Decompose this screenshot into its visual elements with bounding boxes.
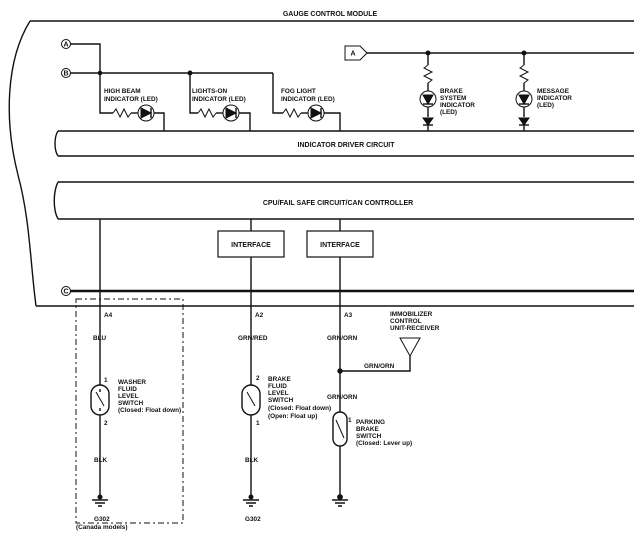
svg-text:FLUID: FLUID [268, 383, 287, 390]
svg-text:WASHER: WASHER [118, 379, 146, 386]
node-a: A [61, 39, 71, 49]
svg-text:HIGH BEAM: HIGH BEAM [104, 88, 141, 95]
svg-text:IMMOBILIZER: IMMOBILIZER [390, 311, 433, 318]
canada-models-note: (Canada models) [76, 524, 128, 531]
washer-switch-label: WASHER FLUID LEVEL SWITCH (Closed: Float… [118, 379, 181, 414]
fog-light-label: FOG LIGHT INDICATOR (LED) [281, 88, 335, 103]
svg-text:SWITCH: SWITCH [118, 400, 144, 407]
node-a-flag: A [344, 45, 368, 61]
svg-text:(Closed: Float down): (Closed: Float down) [268, 405, 331, 412]
svg-text:UNIT-RECEIVER: UNIT-RECEIVER [390, 325, 440, 332]
high-beam-label: HIGH BEAM INDICATOR (LED) [104, 88, 158, 103]
svg-text:SWITCH: SWITCH [356, 433, 382, 440]
svg-text:INDICATOR: INDICATOR [440, 102, 475, 109]
message-label: MESSAGE INDICATOR (LED) [537, 88, 572, 109]
canada-models-box [75, 298, 184, 524]
svg-text:INDICATOR (LED): INDICATOR (LED) [192, 96, 246, 103]
svg-text:C: C [63, 289, 68, 296]
svg-text:BRAKE: BRAKE [268, 376, 291, 383]
ground-symbol-1 [92, 494, 108, 507]
brake-fluid-pin-top: 2 [256, 375, 260, 382]
svg-text:(Closed: Lever up): (Closed: Lever up) [356, 440, 412, 447]
immobilizer-antenna [399, 337, 421, 358]
svg-text:SYSTEM: SYSTEM [440, 95, 466, 102]
ground-symbol-2 [243, 494, 259, 507]
svg-text:A: A [63, 42, 68, 49]
brake-fluid-switch [241, 384, 261, 416]
svg-text:CONTROL: CONTROL [390, 318, 422, 325]
svg-text:FLUID: FLUID [118, 386, 137, 393]
interface-label-2: INTERFACE [320, 242, 360, 249]
brake-system-label: BRAKE SYSTEM INDICATOR (LED) [440, 88, 475, 116]
parking-pin-top: 1 [348, 417, 352, 424]
node-c: C [61, 286, 71, 296]
wire-label-blu: BLU [93, 335, 107, 342]
svg-text:INDICATOR: INDICATOR [537, 95, 572, 102]
node-b: B [61, 68, 71, 78]
wire-label-grn-red: GRN/RED [238, 335, 268, 342]
svg-text:FOG LIGHT: FOG LIGHT [281, 88, 316, 95]
svg-text:PARKING: PARKING [356, 419, 385, 426]
svg-text:LIGHTS-ON: LIGHTS-ON [192, 88, 228, 95]
wire-label-blk-2: BLK [245, 457, 259, 464]
high-beam-led [112, 104, 165, 131]
interface-box-2 [306, 230, 374, 258]
washer-pin-bottom: 2 [104, 420, 108, 427]
svg-text:INDICATOR (LED): INDICATOR (LED) [104, 96, 158, 103]
wire-label-grn-orn-1: GRN/ORN [327, 335, 358, 342]
indicator-driver-label: INDICATOR DRIVER CIRCUIT [298, 142, 396, 149]
brake-fluid-switch-label: BRAKE FLUID LEVEL SWITCH (Closed: Float … [268, 376, 331, 420]
gauge-control-module-outline [8, 20, 634, 307]
svg-text:(Open: Float up): (Open: Float up) [268, 413, 317, 420]
svg-text:LEVEL: LEVEL [268, 390, 289, 397]
svg-text:BRAKE: BRAKE [356, 426, 379, 433]
ground-label-2: G302 [245, 516, 261, 523]
ground-label-1: G302 [94, 516, 110, 523]
lights-on-label: LIGHTS-ON INDICATOR (LED) [192, 88, 246, 103]
pin-a4: A4 [104, 312, 113, 319]
svg-text:BRAKE: BRAKE [440, 88, 463, 95]
cpu-label: CPU/FAIL SAFE CIRCUIT/CAN CONTROLLER [263, 200, 413, 207]
interface-label-1: INTERFACE [231, 242, 271, 249]
svg-text:LEVEL: LEVEL [118, 393, 139, 400]
cpu-band [53, 181, 634, 220]
pin-a2: A2 [255, 312, 264, 319]
brake-fluid-pin-bottom: 1 [256, 420, 260, 427]
brake-system-led [419, 53, 437, 131]
ground-symbol-3 [332, 494, 348, 507]
svg-text:MESSAGE: MESSAGE [537, 88, 570, 95]
wire-label-grn-orn-2: GRN/ORN [364, 363, 395, 370]
lights-on-led [197, 104, 251, 131]
pin-a3: A3 [344, 312, 353, 319]
immobilizer-label: IMMOBILIZER CONTROL UNIT-RECEIVER [390, 311, 440, 332]
svg-text:(Closed: Float down): (Closed: Float down) [118, 407, 181, 414]
svg-text:SWITCH: SWITCH [268, 397, 294, 404]
message-led [515, 53, 533, 131]
interface-box-1 [217, 230, 285, 258]
wire-label-grn-orn-3: GRN/ORN [327, 394, 358, 401]
svg-text:A: A [350, 51, 355, 58]
svg-text:B: B [63, 71, 68, 78]
parking-brake-switch [332, 411, 348, 447]
wire-label-blk-1: BLK [94, 457, 108, 464]
svg-text:(LED): (LED) [440, 109, 457, 116]
washer-pin-top: 1 [104, 377, 108, 384]
washer-fluid-switch [90, 384, 110, 416]
line-a [70, 43, 113, 114]
module-title: GAUGE CONTROL MODULE [283, 11, 378, 18]
fog-light-led [282, 104, 341, 131]
svg-text:(LED): (LED) [537, 102, 554, 109]
indicator-driver-band [54, 130, 634, 157]
svg-text:INDICATOR (LED): INDICATOR (LED) [281, 96, 335, 103]
parking-switch-label: PARKING BRAKE SWITCH (Closed: Lever up) [356, 419, 412, 447]
